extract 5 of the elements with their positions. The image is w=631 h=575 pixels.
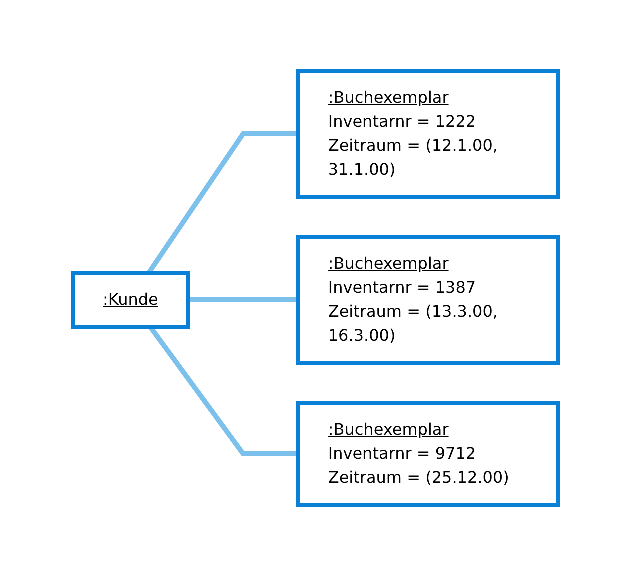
node-box: :Kunde (70, 270, 190, 328)
node-box: :Buchexemplar Inventarnr = 1222 Zeitraum = (12.1.00, 31.1.00) (296, 68, 560, 198)
node-box: :Buchexemplar Inventarnr = 1387 Zeitraum = (13.3.00, 16.3.00) (296, 234, 560, 364)
node-box: :Buchexemplar Inventarnr = 9712 Zeitraum = (25.12.00) (296, 400, 560, 506)
connector (188, 297, 298, 302)
